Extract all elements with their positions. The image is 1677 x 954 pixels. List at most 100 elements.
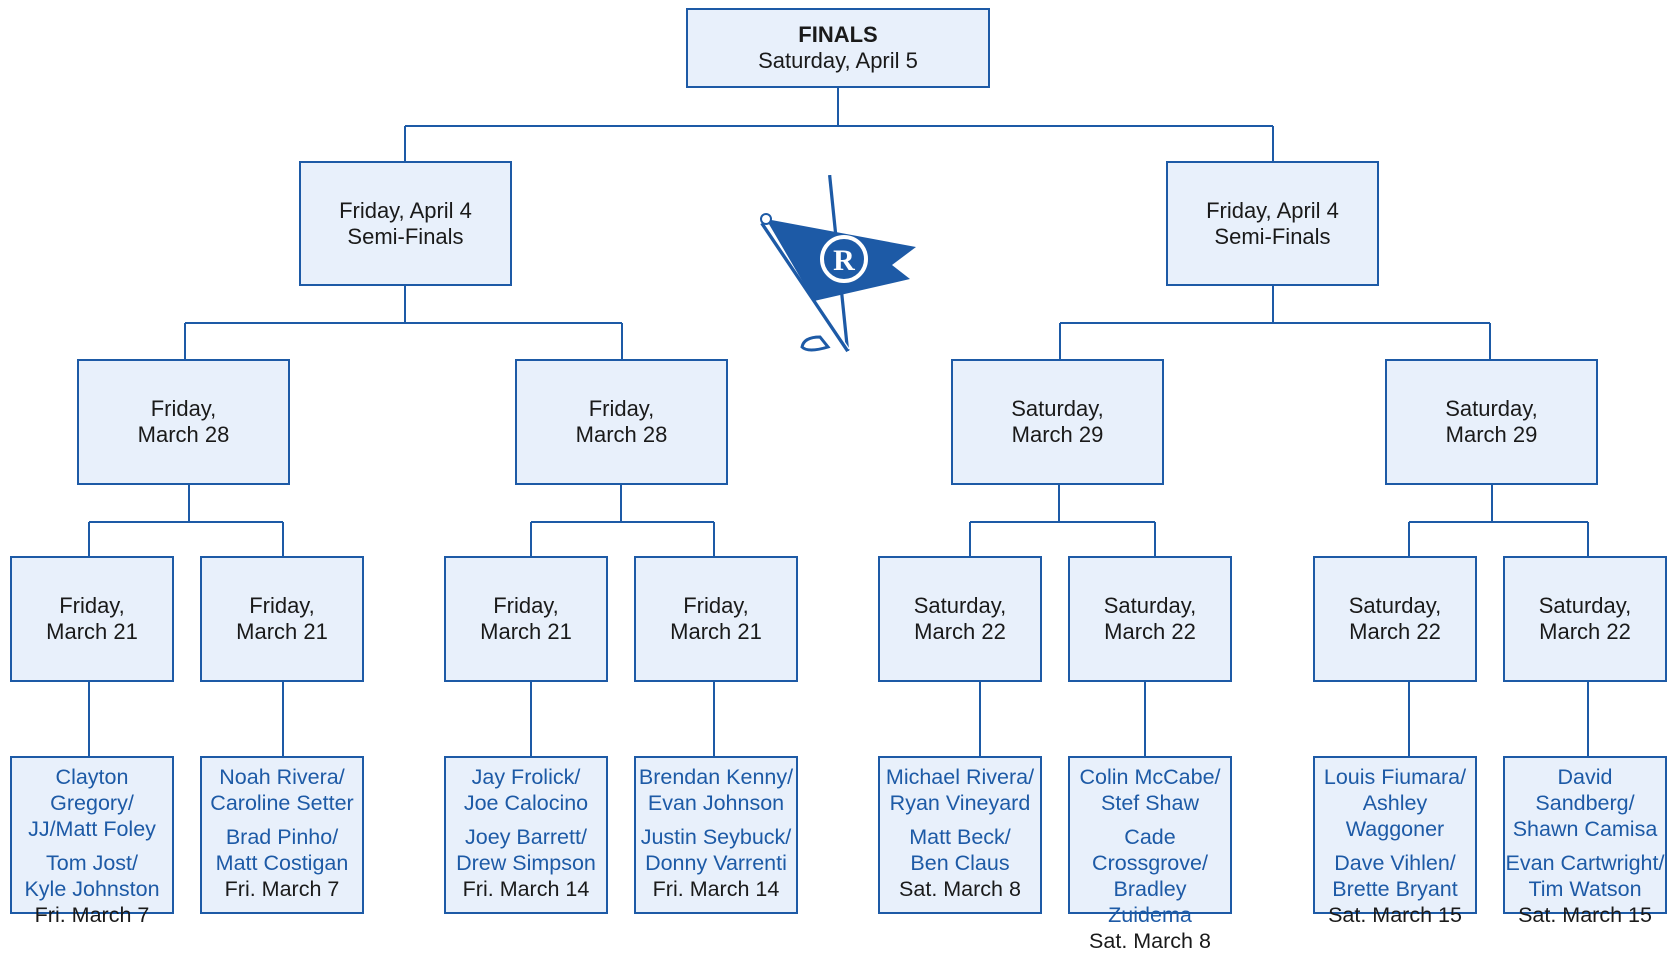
quarterfinal-box-3: Saturday, March 29 bbox=[951, 359, 1164, 485]
team-name: Evan Cartwright/ bbox=[1505, 851, 1665, 875]
match-date: March 22 bbox=[1349, 619, 1441, 644]
team-name: JJ/Matt Foley bbox=[28, 817, 156, 841]
golf-flag-logo-icon: R bbox=[760, 175, 916, 353]
match-date: Fri. March 7 bbox=[34, 903, 150, 927]
match-day: Friday, bbox=[493, 593, 559, 618]
team-name: Justin Seybuck/ bbox=[640, 825, 792, 849]
connector-semi-left bbox=[184, 282, 623, 359]
match-date: Sat. March 15 bbox=[1328, 903, 1462, 927]
match-date: March 22 bbox=[1539, 619, 1631, 644]
team-name: Tom Jost/ bbox=[46, 851, 138, 875]
semifinal-label: Semi-Finals bbox=[1214, 223, 1331, 249]
team-name: David Sandberg/ bbox=[1535, 765, 1635, 815]
team-name: Louis Fiumara/ bbox=[1323, 765, 1467, 789]
round16-box-5: Saturday, March 22 bbox=[878, 556, 1042, 682]
team-entry: Joey Barrett/Drew Simpson bbox=[456, 824, 596, 876]
team-name: Colin McCabe/ bbox=[1079, 765, 1221, 789]
match-day: Friday, bbox=[249, 593, 315, 618]
team-name: Drew Simpson bbox=[456, 851, 596, 875]
round16-box-8: Saturday, March 22 bbox=[1503, 556, 1667, 682]
semifinal-date: Friday, April 4 bbox=[1206, 197, 1339, 223]
match-date: Sat. March 15 bbox=[1518, 903, 1652, 927]
team-entry: Louis Fiumara/Ashley Waggoner bbox=[1315, 764, 1475, 842]
match-date: Fri. March 7 bbox=[224, 877, 340, 901]
team-entry: Evan Cartwright/Tim Watson bbox=[1506, 850, 1665, 902]
match-date: March 21 bbox=[46, 619, 138, 644]
match-date: Fri. March 14 bbox=[652, 877, 780, 901]
team-entry: Tom Jost/Kyle Johnston bbox=[24, 850, 159, 902]
team-name: Brendan Kenny/ bbox=[638, 765, 794, 789]
match-date: Sat. March 8 bbox=[899, 877, 1021, 901]
team-name: Ben Claus bbox=[910, 851, 1010, 875]
semifinal-box-right: Friday, April 4 Semi-Finals bbox=[1166, 161, 1379, 286]
team-entry: Colin McCabe/Stef Shaw bbox=[1080, 764, 1221, 816]
team-name: Kyle Johnston bbox=[24, 877, 160, 901]
match-day: Friday, bbox=[683, 593, 749, 618]
semifinal-box-left: Friday, April 4 Semi-Finals bbox=[299, 161, 512, 286]
team-name: Caroline Setter bbox=[210, 791, 354, 815]
tournament-bracket: FINALS Saturday, April 5 Friday, April 4… bbox=[10, 8, 1667, 953]
team-name: Michael Rivera/ bbox=[885, 765, 1035, 789]
firstround-box-3: Jay Frolick/Joe Calocino Joey Barrett/Dr… bbox=[444, 756, 608, 914]
firstround-box-4: Brendan Kenny/Evan Johnson Justin Seybuc… bbox=[634, 756, 798, 914]
team-entry: Brad Pinho/Matt Costigan bbox=[216, 824, 349, 876]
team-entry: David Sandberg/Shawn Camisa bbox=[1505, 764, 1665, 842]
match-day: Saturday, bbox=[1011, 396, 1104, 421]
match-date: Fri. March 14 bbox=[462, 877, 590, 901]
match-date: March 22 bbox=[1104, 619, 1196, 644]
team-entry: Noah Rivera/Caroline Setter bbox=[210, 764, 353, 816]
round16-box-3: Friday, March 21 bbox=[444, 556, 608, 682]
match-date: Sat. March 8 bbox=[1089, 929, 1211, 953]
firstround-box-7: Louis Fiumara/Ashley Waggoner Dave Vihle… bbox=[1313, 756, 1477, 927]
finals-box: FINALS Saturday, April 5 bbox=[686, 8, 990, 88]
team-entry: Matt Beck/Ben Claus bbox=[909, 824, 1011, 876]
team-name: Cade Crossgrove/ bbox=[1092, 825, 1208, 875]
finals-title: FINALS bbox=[798, 22, 878, 47]
team-name: Tim Watson bbox=[1528, 877, 1642, 901]
match-day: Saturday, bbox=[913, 593, 1007, 618]
team-entry: Clayton Gregory/JJ/Matt Foley bbox=[12, 764, 172, 842]
firstround-box-6: Colin McCabe/Stef Shaw Cade Crossgrove/B… bbox=[1068, 756, 1232, 953]
team-name: Clayton Gregory/ bbox=[50, 765, 134, 815]
quarterfinal-box-4: Saturday, March 29 bbox=[1385, 359, 1598, 485]
match-day: Saturday, bbox=[1103, 593, 1197, 618]
team-name: Ryan Vineyard bbox=[889, 791, 1031, 815]
team-name: Jay Frolick/ bbox=[471, 765, 581, 789]
match-day: Friday, bbox=[150, 396, 217, 421]
team-name: Matt Costigan bbox=[215, 851, 349, 875]
team-name: Noah Rivera/ bbox=[219, 765, 345, 789]
team-name: Shawn Camisa bbox=[1512, 817, 1658, 841]
team-name: Evan Johnson bbox=[647, 791, 785, 815]
finals-date: Saturday, April 5 bbox=[758, 48, 918, 73]
match-date: March 21 bbox=[480, 619, 572, 644]
quarterfinal-box-2: Friday, March 28 bbox=[515, 359, 728, 485]
team-name: Donny Varrenti bbox=[645, 851, 787, 875]
match-date: March 21 bbox=[236, 619, 328, 644]
firstround-box-5: Michael Rivera/Ryan Vineyard Matt Beck/B… bbox=[878, 756, 1042, 914]
match-day: Friday, bbox=[588, 396, 655, 421]
team-entry: Justin Seybuck/Donny Varrenti bbox=[641, 824, 792, 876]
team-name: Dave Vihlen/ bbox=[1334, 851, 1456, 875]
firstround-box-2: Noah Rivera/Caroline Setter Brad Pinho/M… bbox=[200, 756, 364, 914]
connector-qf-2 bbox=[530, 484, 715, 556]
match-day: Saturday, bbox=[1445, 396, 1538, 421]
match-date: March 29 bbox=[1011, 422, 1104, 447]
team-entry: Michael Rivera/Ryan Vineyard bbox=[886, 764, 1034, 816]
team-entry: Brendan Kenny/Evan Johnson bbox=[639, 764, 793, 816]
connector-qf-3 bbox=[969, 484, 1156, 556]
connector-r16 bbox=[88, 682, 1589, 756]
team-entry: Jay Frolick/Joe Calocino bbox=[464, 764, 588, 816]
semifinal-label: Semi-Finals bbox=[347, 223, 464, 249]
connector-qf-4 bbox=[1408, 484, 1589, 556]
bracket-connectors bbox=[88, 88, 1589, 756]
round16-box-1: Friday, March 21 bbox=[10, 556, 174, 682]
firstround-box-8: David Sandberg/Shawn Camisa Evan Cartwri… bbox=[1503, 756, 1667, 927]
match-date: March 28 bbox=[137, 422, 230, 447]
round16-box-4: Friday, March 21 bbox=[634, 556, 798, 682]
firstround-box-1: Clayton Gregory/JJ/Matt Foley Tom Jost/K… bbox=[10, 756, 174, 927]
team-name: Joey Barrett/ bbox=[465, 825, 587, 849]
match-date: March 21 bbox=[670, 619, 762, 644]
team-name: Matt Beck/ bbox=[909, 825, 1011, 849]
match-date: March 22 bbox=[914, 619, 1006, 644]
connector-qf-1 bbox=[88, 484, 284, 556]
